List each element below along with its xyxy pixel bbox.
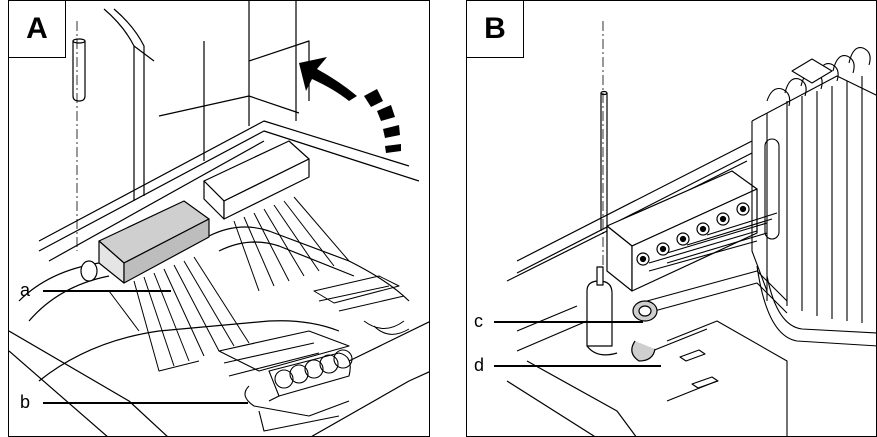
callout-c-leader — [494, 321, 643, 323]
panel-b-label: B — [467, 1, 524, 58]
callout-c: c — [474, 311, 483, 331]
fryer-basket-drawing-a — [9, 1, 429, 436]
callout-a: a — [20, 280, 31, 300]
callout-d: d — [474, 355, 485, 375]
panel-a-label: A — [9, 1, 66, 58]
fryer-basket-drawing-b — [506, 21, 876, 436]
callout-a-leader — [43, 290, 171, 292]
panel-b: B — [466, 0, 877, 437]
callout-d-leader — [494, 365, 661, 367]
callout-b: b — [20, 392, 31, 412]
callout-b-leader — [43, 402, 248, 404]
panel-a: A — [8, 0, 430, 437]
